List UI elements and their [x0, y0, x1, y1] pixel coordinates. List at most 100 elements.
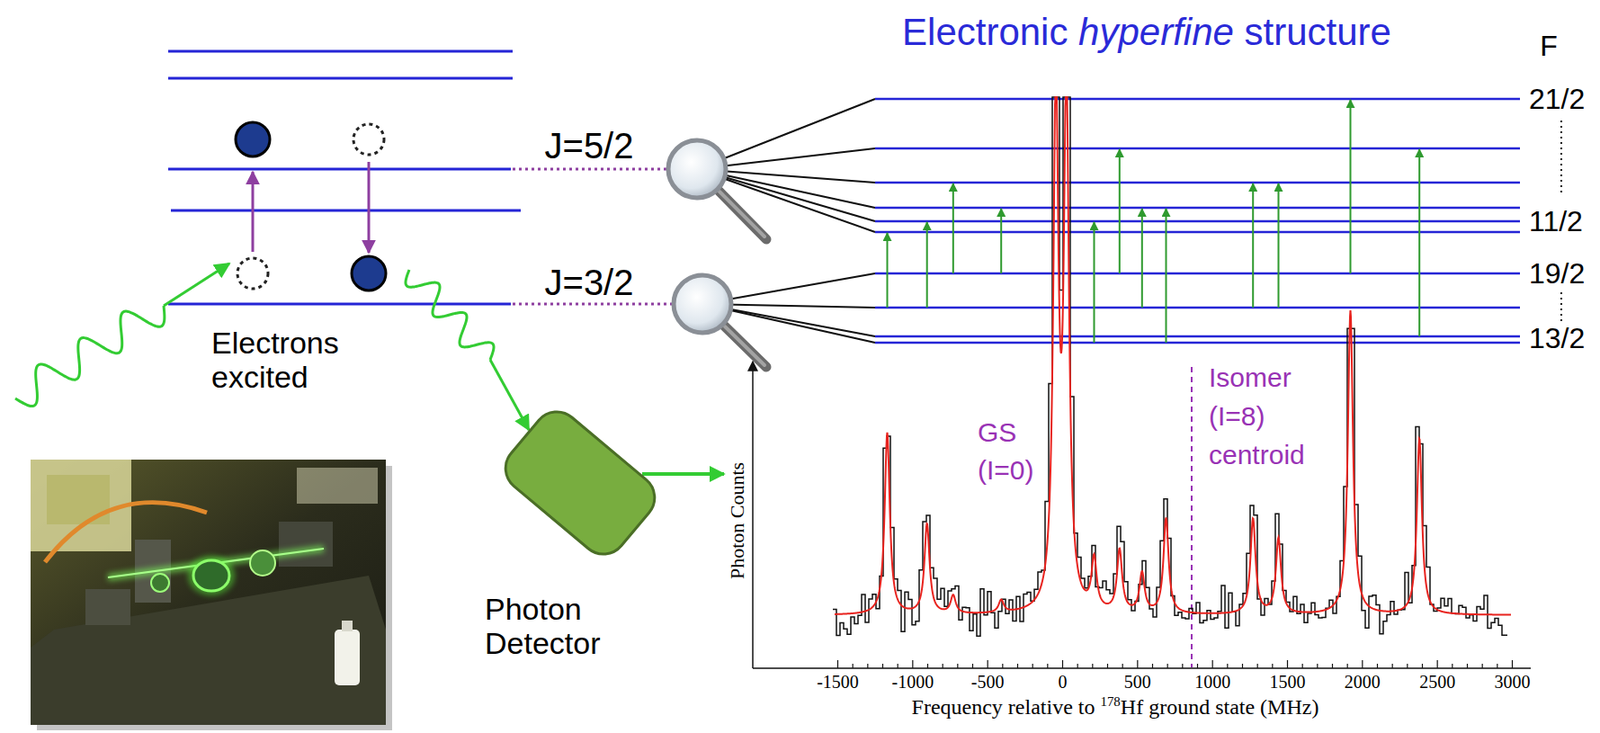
electron — [235, 122, 270, 157]
transition-arrow — [1349, 99, 1352, 274]
axis-tick — [897, 663, 899, 669]
axis-tick — [1001, 663, 1003, 669]
axis-tick — [1032, 663, 1034, 669]
hyperfine-level — [875, 306, 1520, 310]
transition-arrow — [1251, 183, 1254, 308]
electron-vacancy — [353, 124, 385, 155]
detector-outline — [476, 395, 693, 594]
electron — [351, 256, 386, 291]
x-axis — [752, 667, 1531, 670]
transition-arrow — [1093, 222, 1096, 343]
hyperfine-level — [875, 341, 1520, 345]
hyperfine-level — [875, 220, 1520, 224]
tick-label: -1500 — [816, 671, 859, 693]
dotted-range — [1560, 292, 1563, 322]
magnifier-handle — [724, 326, 765, 366]
magnifiers — [668, 140, 767, 367]
f-value: 11/2 — [1528, 205, 1583, 239]
label-anchor: J=3/2 — [545, 261, 635, 304]
axis-tick — [1226, 663, 1228, 669]
hyperfine-level — [875, 98, 1520, 101]
axis-tick — [1136, 660, 1138, 669]
axis-tick — [927, 663, 929, 669]
energy-level-diagram — [163, 51, 725, 474]
magnifier-lens — [673, 275, 732, 333]
label-anchor: 19/2 — [1528, 257, 1585, 291]
label-anchor: J=5/2 — [545, 125, 635, 167]
axis-tick — [1437, 660, 1439, 669]
magnifier-lens — [668, 140, 726, 198]
spectrum-axes — [752, 120, 1562, 669]
axis-tick — [942, 663, 944, 669]
photo-table — [30, 575, 386, 725]
axis-tick — [837, 660, 839, 669]
tick-label: 500 — [1124, 671, 1152, 693]
axis-tick — [972, 663, 974, 669]
magnifier-handle — [719, 191, 765, 237]
photo-shelf — [296, 467, 378, 504]
label-anchor: GS (I=0) — [977, 413, 1035, 490]
axis-tick — [1181, 663, 1183, 669]
hyperfine-and-spectrum — [832, 97, 1520, 669]
detector-body — [496, 402, 665, 564]
label-anchor: 3000 — [1493, 671, 1530, 693]
photo-wall — [30, 459, 132, 552]
axis-tick — [1046, 663, 1048, 669]
transition-arrow — [1278, 183, 1280, 308]
axis-tick — [1496, 663, 1498, 669]
axis-tick — [1421, 663, 1423, 669]
transition-arrow — [952, 183, 955, 274]
axis-tick — [1361, 660, 1363, 669]
label-anchor: 1000 — [1194, 671, 1231, 693]
axis-tick — [1316, 663, 1318, 669]
axis-tick — [1107, 663, 1109, 669]
tick-label: 0 — [1057, 671, 1067, 693]
transition-arrow — [926, 222, 929, 308]
energy-level — [168, 50, 513, 54]
energy-level — [170, 209, 521, 213]
axis-tick — [1511, 660, 1513, 669]
label-anchor: -1500 — [816, 671, 859, 693]
photon-arrow — [490, 359, 529, 430]
tick-label: 3000 — [1493, 671, 1530, 693]
label-anchor: Electrons excited — [211, 325, 340, 394]
photo-ground — [30, 459, 386, 725]
photon-arrow — [163, 263, 230, 306]
axis-tick — [1242, 663, 1243, 669]
data-histogram — [832, 97, 1508, 636]
axis-tick — [1347, 663, 1349, 669]
f-value: 13/2 — [1528, 321, 1585, 356]
photo-lens — [151, 573, 170, 592]
hyperfine-level — [875, 231, 1520, 234]
label-anchor: 2000 — [1344, 671, 1381, 693]
transition-arrow — [1118, 149, 1121, 274]
f-value: 21/2 — [1528, 82, 1585, 117]
axis-tick — [1091, 663, 1093, 669]
axis-tick — [1466, 663, 1468, 669]
tick-label: -1000 — [891, 671, 934, 693]
axis-tick — [1017, 663, 1019, 669]
hyperfine-level — [875, 206, 1520, 210]
transition-arrow — [1141, 208, 1144, 308]
transition-arrow — [886, 232, 889, 308]
photo-glow — [187, 555, 235, 596]
axis-tick — [1167, 663, 1169, 669]
caption-note: Electrons excited — [211, 325, 340, 394]
axis-tick — [1271, 663, 1273, 669]
axis-tick — [882, 663, 884, 669]
axis-tick — [1062, 660, 1064, 669]
axis-tick — [1392, 663, 1394, 669]
axis-tick — [1197, 663, 1198, 669]
photon-wave — [15, 305, 165, 407]
label-anchor: -1000 — [891, 671, 934, 693]
label-anchor: Photon Counts — [725, 462, 749, 580]
photo-monitor — [46, 474, 110, 525]
axis-tick — [1287, 660, 1288, 669]
axis-tick — [867, 663, 868, 669]
label-anchor: Electronic hyperfine structure — [902, 10, 1392, 54]
label-anchor: -500 — [971, 671, 1005, 693]
photo-optic — [278, 521, 333, 567]
photo-optic — [85, 589, 131, 626]
fan-lines — [15, 98, 876, 407]
